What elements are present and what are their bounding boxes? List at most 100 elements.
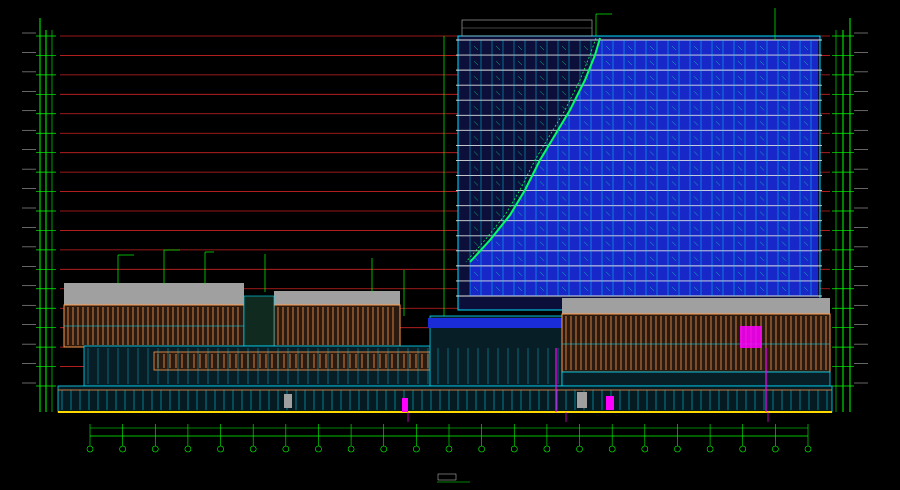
tower-panel-mark [583, 271, 589, 277]
tower-panel-mark [539, 286, 545, 292]
tower-panel-mark [517, 166, 523, 171]
tower-panel-mark [781, 75, 787, 81]
tower-panel-mark [627, 286, 633, 292]
grid-axis-bubble [282, 445, 290, 453]
tower-panel-mark [649, 271, 655, 277]
tower-panel-mark [715, 136, 721, 141]
grid-axis-bubble [772, 445, 779, 453]
tower-panel-mark [539, 256, 545, 261]
tower-panel-mark [605, 136, 611, 141]
tower-panel-mark [715, 211, 721, 216]
tower-panel-mark [605, 60, 611, 66]
tower-panel-mark [759, 166, 765, 171]
right-elevation-scale [832, 18, 868, 412]
tower-panel-mark [737, 181, 743, 186]
grid-axis-bubble [608, 445, 616, 453]
tower-panel-mark [693, 211, 699, 216]
tower-panel-mark [671, 181, 677, 186]
tower-panel-mark [583, 256, 589, 261]
tower-panel-mark [627, 181, 633, 186]
tower-panel-mark [517, 75, 523, 81]
tower-panel-mark [583, 136, 589, 141]
grid-axis-bubble [510, 445, 518, 453]
tower-panel-mark [671, 241, 677, 246]
tower-panel-mark [781, 226, 787, 231]
tower-panel-mark [539, 60, 545, 66]
tower-panel-mark [781, 181, 787, 186]
tower-panel-mark [495, 211, 501, 216]
tower-panel-mark [759, 75, 765, 81]
tower-panel-mark [759, 45, 765, 51]
tower-panel-mark [737, 226, 743, 231]
tower-panel-mark [803, 121, 809, 126]
tower-panel-mark [539, 75, 545, 81]
tower-panel-mark [583, 121, 589, 126]
tower-panel-mark [781, 91, 787, 96]
tower-panel-mark [517, 106, 523, 111]
tower-panel-mark [781, 211, 787, 216]
tower-panel-mark [649, 45, 655, 51]
tower-panel-mark [715, 121, 721, 126]
tower-panel-mark [671, 196, 677, 201]
tower-panel-mark [803, 136, 809, 141]
tower-panel-mark [671, 166, 677, 171]
tower-panel-mark [583, 106, 589, 111]
tower-panel-mark [693, 151, 699, 156]
tower-panel-mark [495, 181, 501, 186]
tower-panel-mark [803, 286, 809, 292]
tower-panel-mark [605, 166, 611, 171]
tower-panel-mark [715, 166, 721, 171]
tower-panel-mark [627, 271, 633, 277]
tower-panel-mark [561, 226, 567, 231]
tower-panel-mark [803, 91, 809, 96]
tower-panel-mark [715, 271, 721, 277]
tower-panel-mark [627, 211, 633, 216]
tower-panel-mark [473, 241, 479, 246]
tower-panel-mark [627, 226, 633, 231]
tower-panel-mark [473, 60, 479, 66]
tower-panel-mark [671, 151, 677, 156]
tower-panel-mark [495, 60, 501, 66]
tower-panel-mark [561, 60, 567, 66]
tower-panel-mark [759, 241, 765, 246]
tower-panel-mark [583, 45, 589, 51]
tower-panel-mark [693, 45, 699, 51]
tower-panel-mark [693, 91, 699, 96]
grid-axis-bubble [119, 445, 126, 453]
tower-panel-mark [759, 151, 765, 156]
grid-axis-bubble [413, 445, 420, 453]
tower-panel-mark [737, 121, 743, 126]
tower-panel-mark [671, 60, 677, 66]
tower-panel-mark [605, 241, 611, 246]
tower-panel-mark [715, 241, 721, 246]
tower-panel-mark [473, 166, 479, 171]
tower-panel-mark [693, 106, 699, 111]
tower-panel-mark [649, 166, 655, 171]
tower-panel-mark [627, 91, 633, 96]
tower-panel-mark [715, 181, 721, 186]
tower-panel-mark [649, 211, 655, 216]
grid-axis-bubble [674, 445, 681, 453]
tower-panel-mark [473, 121, 479, 126]
grid-axis-bubble [315, 445, 322, 453]
tower-panel-mark [715, 226, 721, 231]
tower-panel-mark [495, 75, 501, 81]
grid-axis-bubble [804, 445, 812, 453]
tower-panel-mark [759, 196, 765, 201]
grid-axis-bubble [249, 445, 257, 453]
tower-panel-mark [627, 75, 633, 81]
tower-panel-mark [803, 166, 809, 171]
tower-panel-mark [737, 271, 743, 277]
tower-panel-mark [759, 136, 765, 141]
tower-panel-mark [803, 196, 809, 201]
tower-panel-mark [715, 196, 721, 201]
tower-panel-mark [627, 45, 633, 51]
tower-panel-mark [605, 196, 611, 201]
grid-axis-bubble [151, 445, 159, 453]
tower-panel-mark [517, 121, 523, 126]
tower-panel-mark [781, 60, 787, 66]
tower-panel-mark [803, 151, 809, 156]
grid-axis-bubble [445, 445, 453, 453]
tower-panel-mark [583, 226, 589, 231]
